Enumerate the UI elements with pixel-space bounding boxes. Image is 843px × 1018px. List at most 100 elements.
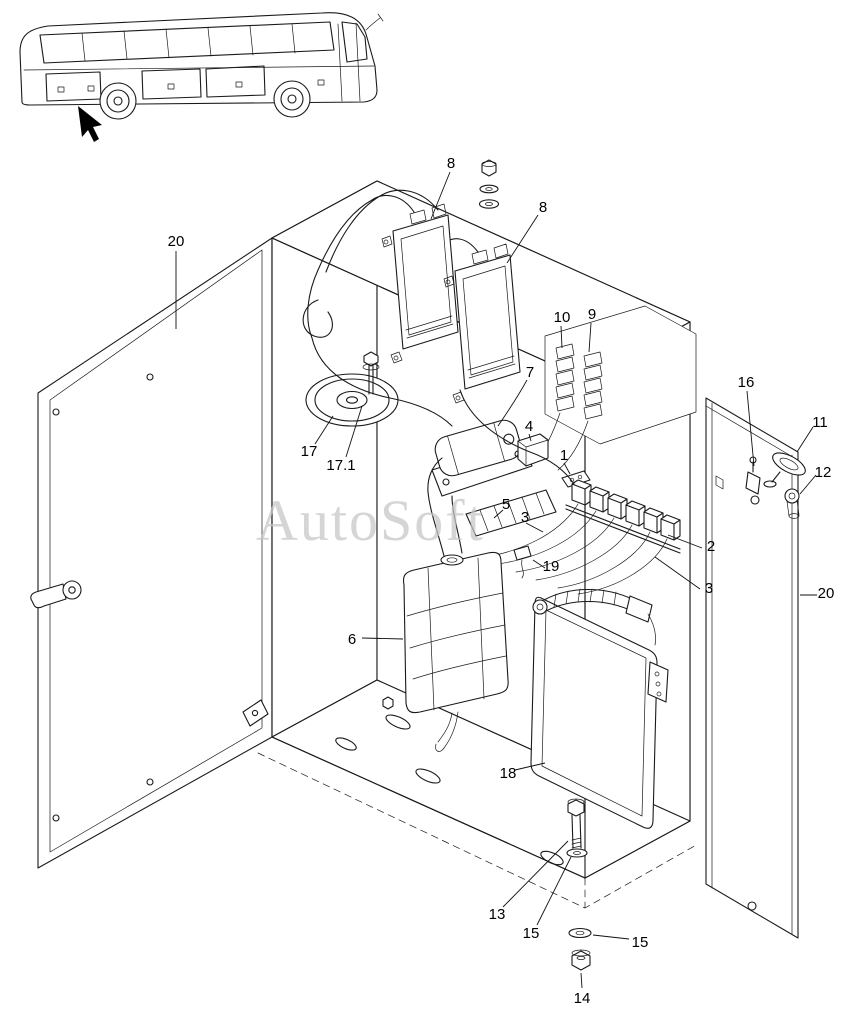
- leader-lines: [175, 171, 817, 989]
- washer-15-upper: [566, 848, 588, 858]
- washer-hole: [573, 851, 581, 855]
- leader-16: [746, 390, 755, 467]
- relay: [589, 486, 610, 513]
- ecu-ear-hole: [393, 355, 399, 361]
- ecu-right-body: [454, 254, 521, 390]
- bus-mirror: [365, 13, 384, 31]
- callout-15-washer-lower: 15: [632, 934, 649, 951]
- nut-facet: [481, 161, 497, 167]
- ignition-coil: [434, 419, 522, 477]
- fuse-squares: [583, 351, 603, 420]
- lock-face: [784, 488, 800, 504]
- lever-ribs: [553, 588, 617, 608]
- wheel-tire: [99, 82, 137, 120]
- nut-14: [571, 949, 591, 971]
- door-hole: [146, 373, 154, 381]
- relay: [607, 493, 628, 520]
- plate-bracket-hole: [656, 691, 662, 697]
- side-panel-slot: [715, 475, 724, 490]
- callout-7-coil: 7: [526, 364, 534, 381]
- washer-a: [479, 184, 499, 194]
- leader-15-lower: [592, 934, 630, 940]
- leader-8-left: [430, 171, 451, 220]
- door-handle-lever: [30, 583, 67, 609]
- bolt-threads: [571, 837, 582, 849]
- coil-body: [434, 419, 522, 477]
- lever-eye: [532, 599, 548, 615]
- callout-1-terminal: 1: [560, 447, 568, 464]
- horn-outer: [305, 373, 399, 427]
- ecu-module-right: [443, 243, 521, 404]
- horn-center: [345, 396, 359, 404]
- callout-20-panel: 20: [818, 585, 835, 602]
- callout-14-nut: 14: [574, 990, 591, 1007]
- ecu-right-details: [443, 243, 516, 404]
- door-hole: [52, 814, 60, 822]
- leader-3-right: [654, 556, 701, 590]
- plate-inner-line: [541, 609, 647, 817]
- bus-wheel-front: [273, 80, 311, 118]
- handle-base: [763, 480, 777, 488]
- leader-7: [497, 379, 528, 427]
- bolt-head: [567, 799, 585, 817]
- side-panel: [705, 397, 806, 939]
- lever-fitting: [625, 595, 653, 623]
- horn-bolt-head: [363, 351, 379, 367]
- callout-13-bolt: 13: [489, 906, 506, 923]
- leader-18: [514, 762, 546, 771]
- door-handle-pivot: [62, 580, 82, 600]
- callout-16-hinge-pin: 16: [738, 374, 755, 391]
- leader-12: [799, 474, 817, 495]
- watermark-text: AutoSoft: [256, 488, 485, 553]
- bus-door-lines: [337, 22, 361, 102]
- callout-9-fuse-block: 9: [588, 306, 596, 323]
- relay-4: [517, 433, 549, 467]
- leader-1: [563, 462, 571, 475]
- relay: [571, 479, 592, 506]
- lever-eye-hole: [536, 603, 544, 611]
- callout-3-relay-row: 3: [705, 580, 713, 597]
- leader-14: [580, 972, 583, 989]
- callout-17-1-horn-bolt: 17.1: [326, 457, 355, 474]
- coil-seams: [447, 422, 506, 475]
- reservoir: [402, 457, 509, 752]
- reservoir-straps: [427, 557, 485, 711]
- bus-window-dividers: [81, 23, 296, 62]
- panel-position-dashed: [257, 752, 699, 909]
- bus-wheel-rear: [99, 82, 137, 120]
- side-panel-hole-top: [750, 495, 760, 505]
- fuse-shelf-enclosure: [544, 305, 697, 445]
- callout-5-connector: 5: [502, 496, 510, 513]
- lock-core: [788, 492, 796, 500]
- ecu-ear-hole: [445, 279, 451, 285]
- terminal-block-1: [561, 470, 591, 488]
- latch-lever: [532, 588, 656, 646]
- relay-rail: [565, 504, 681, 554]
- leader-15-upper: [536, 856, 572, 926]
- side-panel-hole-bottom: [747, 901, 757, 911]
- connector-block: [465, 489, 557, 537]
- floor-hole: [415, 768, 441, 784]
- wheel-hub: [113, 96, 123, 106]
- leader-10: [560, 325, 563, 349]
- wheel-hub: [287, 94, 297, 104]
- bus-trim-line: [23, 65, 375, 71]
- handle-stem: [771, 471, 781, 483]
- reservoir-body: [402, 551, 509, 714]
- relay-4-body: [517, 433, 549, 467]
- leader-3-mid: [525, 522, 544, 533]
- washer-a-hole: [485, 187, 493, 191]
- callout-15-washer-upper: 15: [523, 925, 540, 942]
- door-hole: [52, 408, 60, 416]
- bolt-shaft: [571, 814, 582, 849]
- reservoir-drain-tube: [435, 711, 459, 752]
- ecu-left-details: [381, 203, 454, 364]
- wheel-tire: [273, 80, 311, 118]
- relay: [625, 500, 646, 527]
- reservoir-cap: [440, 554, 464, 566]
- reservoir-hoses: [427, 457, 463, 557]
- fuse-block-9: [557, 351, 603, 471]
- leader-6: [361, 637, 404, 640]
